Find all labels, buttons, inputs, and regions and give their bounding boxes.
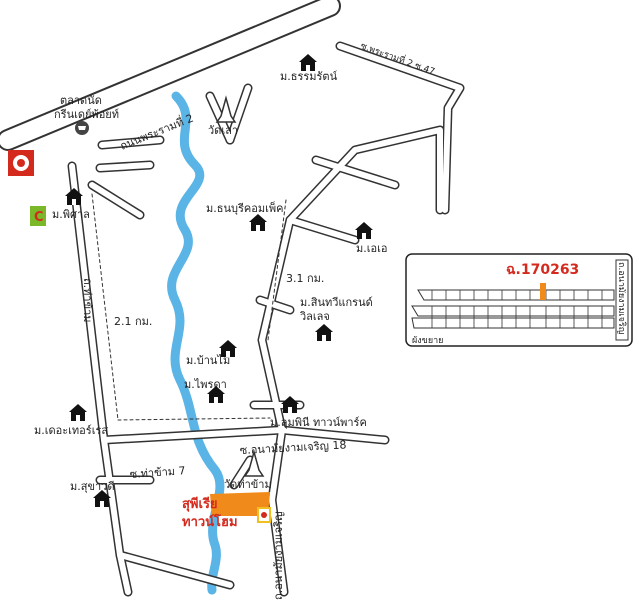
house-icon-ban-mai — [219, 340, 237, 357]
place-green-point-line2: กรีนเดย์พ้อยท์ — [54, 108, 119, 121]
inset-highlight-lot — [540, 283, 546, 300]
house-icon-lumphini — [281, 396, 299, 413]
makro-logo-icon: C — [30, 206, 46, 226]
cart-icon — [75, 121, 89, 135]
place-green-point-line1: ตลาดนัด — [60, 94, 102, 107]
house-icon-pisan — [65, 188, 83, 205]
house-icon-thonburi-complex — [249, 214, 267, 231]
place-ban-mai: ม.บ้านไม้ — [186, 354, 230, 367]
temple-icon-wat-tha-kham — [243, 449, 265, 477]
place-wat-lao: วัดเลา — [208, 124, 238, 137]
distance-label-1: 2.1 กม. — [114, 315, 152, 328]
road-rama2 — [0, 0, 341, 151]
bigc-logo-icon — [8, 150, 34, 176]
inset-side-road-label: ถ.อนามัยงามเจริญ — [616, 262, 627, 335]
svg-text:C: C — [34, 210, 44, 225]
place-thammarat: ม.ธรรมรัตน์ — [280, 70, 338, 83]
road-label-anamai: ถ.อนามัยงามเจริญ — [272, 512, 285, 600]
road-label-tha-kham-7: ซ.ท่าข้าม 7 — [129, 464, 186, 481]
road-network — [67, 41, 465, 597]
place-pisan: ม.พิศาล — [52, 208, 90, 221]
road-label-tha-kham: ถ.ท่าข้าม — [81, 278, 94, 323]
place-thonburi-complex: ม.ธนบุรีคอมเพ็ค — [206, 201, 283, 215]
house-icon-ae-ae — [355, 222, 373, 239]
place-sin-tawee-line1: ม.สินทวีแกรนด์ — [300, 296, 373, 309]
place-terrace: ม.เดอะเทอร์เรส — [34, 424, 108, 437]
inset-plan: ฉ.170263 ผังขยาย ถ.อนามัยงามเจริญ — [405, 253, 633, 347]
place-lumphini: ม.ลุมพินี ทาวน์พาร์ค — [270, 416, 367, 429]
river — [167, 91, 225, 595]
road-label-anamai-18: ซ.อนามัยงามเจริญ 18 — [239, 438, 346, 457]
place-phraeda: ม.ไพรดา — [184, 378, 227, 391]
place-sin-tawee-line2: วิลเลจ — [299, 310, 330, 323]
inset-caption: ผังขยาย — [412, 336, 443, 346]
project-name-line2: ทาวน์โฮม — [182, 513, 238, 530]
temple-icon-wat-lao — [215, 95, 237, 123]
house-icon-terrace — [69, 404, 87, 421]
place-wat-tha-kham: วัดท่าข้าม — [224, 478, 272, 491]
house-icon-thammarat — [299, 54, 317, 71]
place-ae-ae: ม.เอเอ — [356, 242, 387, 255]
inset-title: ฉ.170263 — [506, 262, 579, 278]
project-location-marker — [210, 492, 270, 516]
project-name-line1: สุพีเรีย — [182, 496, 218, 512]
distance-label-2: 3.1 กม. — [286, 272, 324, 285]
gas-station-icon — [257, 507, 271, 523]
place-sukhawadi: ม.สุขาวดี — [70, 480, 114, 493]
house-icon-sin-tawee — [315, 324, 333, 341]
